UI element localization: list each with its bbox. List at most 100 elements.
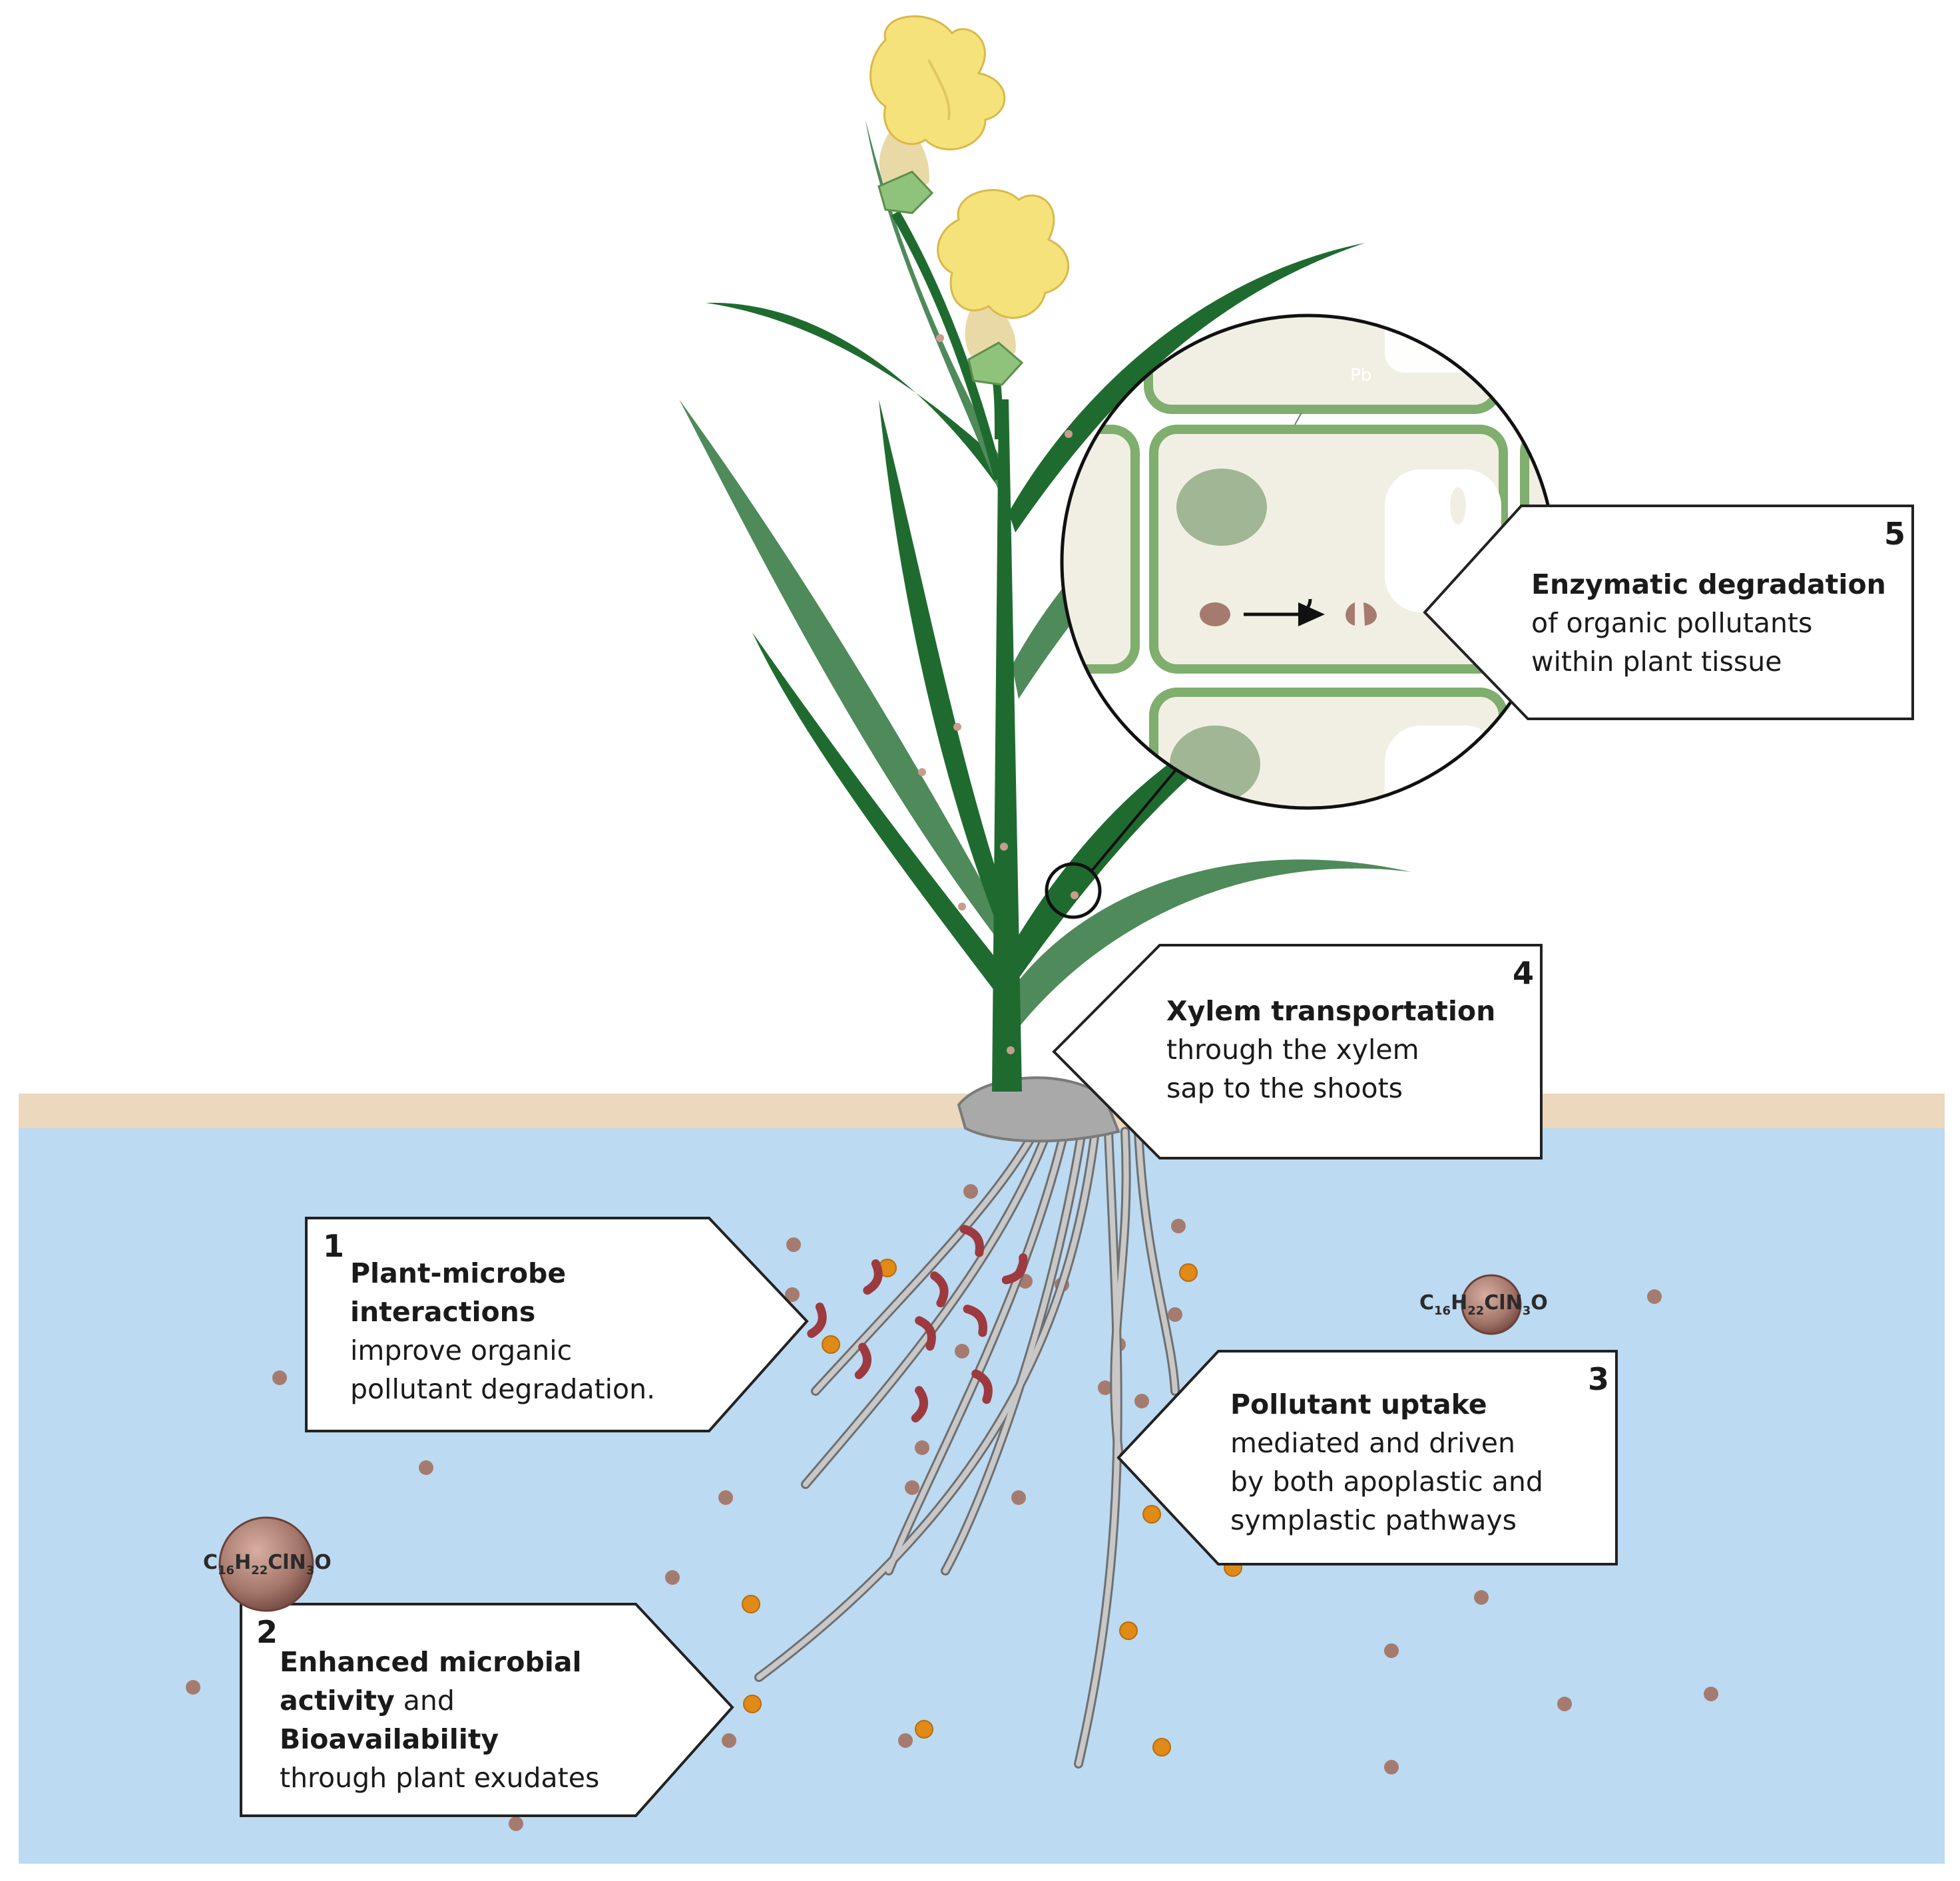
pollutant-particle (963, 1184, 978, 1199)
svg-text:C16H22ClN3O: C16H22ClN3O (203, 1551, 332, 1577)
transported-particle (953, 723, 961, 731)
callout-1-line3: improve organic (350, 1335, 572, 1366)
microbe (863, 1259, 883, 1295)
microbe (959, 1225, 984, 1257)
callout-3-number: 3 (1588, 1361, 1609, 1397)
callout-3-line2: mediated and driven (1230, 1427, 1515, 1459)
leaf-right-bottom (1005, 859, 1411, 1032)
pollutant-particle (509, 1816, 523, 1831)
callout-3-line4: symplastic pathways (1230, 1504, 1517, 1536)
callout-4-line2: through the xylem (1166, 1034, 1419, 1066)
stem (992, 399, 1022, 1092)
callout-1-title-2: interactions (350, 1296, 535, 1328)
callout-2-line4: through plant exudates (280, 1762, 599, 1794)
microbe (930, 1271, 949, 1308)
callout-5-line3: within plant tissue (1531, 646, 1782, 678)
exudate-particle (743, 1695, 762, 1713)
flower-lower (937, 189, 1069, 386)
pollutant-particle (955, 1344, 969, 1358)
pollutant-particle (1011, 1490, 1026, 1505)
microbe (963, 1305, 987, 1337)
transported-particle (1007, 1046, 1015, 1054)
callout-3: 3 Pollutant uptake mediated and driven b… (1116, 1350, 1618, 1566)
pollutant-particle (1557, 1697, 1572, 1711)
exudate-particle (1142, 1505, 1161, 1524)
transported-particle (918, 768, 926, 776)
magnifier-connector (1091, 757, 1186, 872)
callout-1-title: Plant-microbe (350, 1257, 566, 1289)
exudate-particle (742, 1595, 760, 1613)
callout-1: 1 Plant-microbe interactions improve org… (305, 1217, 809, 1432)
callout-2: 2 Enhanced microbial activity and Bioava… (240, 1603, 734, 1817)
leaf-right-lower (1009, 706, 1285, 978)
pollutant-particle (898, 1733, 913, 1748)
pollutant-particle (915, 1440, 929, 1455)
exudate-particle (915, 1720, 933, 1739)
microbe (807, 1302, 827, 1339)
leaf-left-long (679, 399, 1002, 945)
exudate-particle (1119, 1621, 1138, 1640)
cell-label: Pb (1350, 365, 1371, 385)
microbe (915, 1316, 936, 1351)
callout-3-line3: by both apoplastic and (1230, 1466, 1543, 1498)
pollutant-particle (786, 1237, 801, 1252)
microbe (911, 1386, 928, 1423)
callout-4: 4 Xylem transportation through the xylem… (1052, 944, 1543, 1159)
transported-particle (958, 903, 966, 911)
leaf-left-lower (752, 632, 1012, 1005)
microbes (807, 1225, 1028, 1423)
callout-4-number: 4 (1513, 955, 1534, 991)
pollutant-particle (722, 1733, 736, 1748)
pollutant-particle (1647, 1289, 1662, 1304)
transported-particle (1071, 891, 1079, 899)
root-system (754, 1120, 1180, 1769)
pollutant-particle (272, 1370, 287, 1385)
callout-1-line4: pollutant degradation. (350, 1373, 655, 1405)
pollutant-particle (1474, 1590, 1489, 1605)
pollutant-particle (1704, 1687, 1718, 1701)
callout-2-line3: Bioavailability (280, 1723, 499, 1755)
microbe (1001, 1253, 1028, 1285)
pollutant-particle (905, 1480, 919, 1495)
microbe (971, 1369, 993, 1404)
transported-particle (1065, 430, 1073, 438)
pollutant-particle (1171, 1219, 1186, 1233)
pollutant-particle (718, 1490, 733, 1505)
callout-2-line2: activity and (280, 1685, 455, 1717)
callout-2-title: Enhanced microbial (280, 1646, 582, 1678)
pollutant-particle (1384, 1643, 1399, 1658)
exudate-particle (1152, 1738, 1171, 1757)
exudate-particle (822, 1335, 840, 1354)
callout-3-title: Pollutant uptake (1230, 1388, 1487, 1420)
plant-shoot (679, 15, 1411, 1092)
pollutant-particle (186, 1680, 200, 1695)
callout-1-number: 1 (323, 1228, 344, 1264)
molecule-left: C16H22ClN3O (203, 1516, 332, 1612)
cell-top (1144, 315, 1503, 414)
pollutant-molecule (1200, 602, 1230, 626)
flower-upper (869, 15, 1006, 214)
transported-particle (936, 334, 944, 342)
degraded-fragment-left (1346, 602, 1355, 626)
svg-text:C16H22ClN3O: C16H22ClN3O (1419, 1291, 1548, 1318)
pollutant-particle (1168, 1307, 1182, 1322)
molecule-right: C16H22ClN3O (1419, 1274, 1548, 1335)
pollutant-particle (1384, 1760, 1399, 1775)
pollutant-particle (1134, 1394, 1149, 1408)
callout-5-number: 5 (1884, 516, 1905, 552)
callout-4-line3: sap to the shoots (1166, 1072, 1403, 1104)
pollutant-particle (665, 1570, 680, 1585)
pollutant-particle (1098, 1380, 1112, 1395)
callout-4-title: Xylem transportation (1166, 995, 1495, 1027)
degraded-fragment-right (1363, 602, 1377, 626)
callout-5-line2: of organic pollutants (1531, 607, 1812, 639)
pollutant-particle (419, 1460, 433, 1475)
microbe (854, 1343, 871, 1380)
callout-2-number: 2 (256, 1614, 278, 1650)
pollutant-particle (785, 1287, 800, 1302)
callout-5: 5 Enzymatic degradation of organic pollu… (1423, 505, 1914, 720)
transported-particle (1000, 843, 1008, 851)
exudate-particle (1179, 1263, 1198, 1282)
